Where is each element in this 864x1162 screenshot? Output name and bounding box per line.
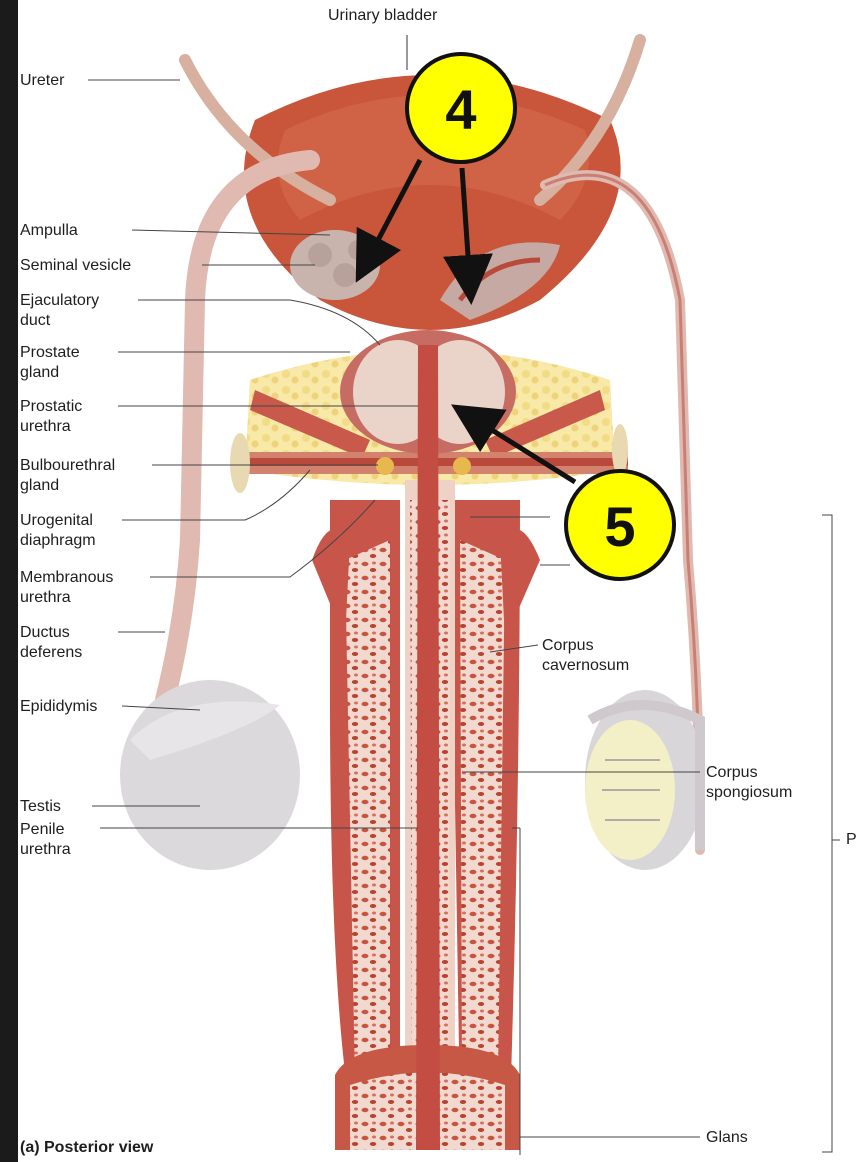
label-ejaculatory-duct: Ejaculatory duct (20, 291, 99, 331)
label-ampulla: Ampulla (20, 221, 78, 241)
urethra (416, 345, 440, 1150)
marker-5-text: 5 (604, 495, 635, 558)
bulbourethral-gland-left (376, 457, 394, 475)
label-penis-partial: P (846, 830, 857, 850)
label-penile-urethra: Penile urethra (20, 820, 71, 860)
label-prostatic-urethra: Prostatic urethra (20, 397, 82, 437)
label-glans: Glans (706, 1128, 748, 1148)
label-bulbourethral-gland: Bulbourethral gland (20, 456, 115, 496)
label-urinary-bladder: Urinary bladder (328, 6, 437, 26)
label-prostate-gland: Prostate gland (20, 343, 80, 383)
label-seminal-vesicle: Seminal vesicle (20, 256, 131, 276)
label-urogenital-diaphragm: Urogenital diaphragm (20, 511, 96, 551)
label-testis: Testis (20, 797, 61, 817)
marker-4-text: 4 (445, 78, 476, 141)
label-ductus-deferens: Ductus deferens (20, 623, 82, 663)
label-ureter: Ureter (20, 71, 64, 91)
label-membranous-urethra: Membranous urethra (20, 568, 113, 608)
label-corpus-cavernosum: Corpus cavernosum (542, 636, 629, 676)
figure-caption: (a) Posterior view (20, 1138, 153, 1158)
bulbourethral-gland-right (453, 457, 471, 475)
label-epididymis: Epididymis (20, 697, 97, 717)
label-corpus-spongiosum: Corpus spongiosum (706, 763, 792, 803)
